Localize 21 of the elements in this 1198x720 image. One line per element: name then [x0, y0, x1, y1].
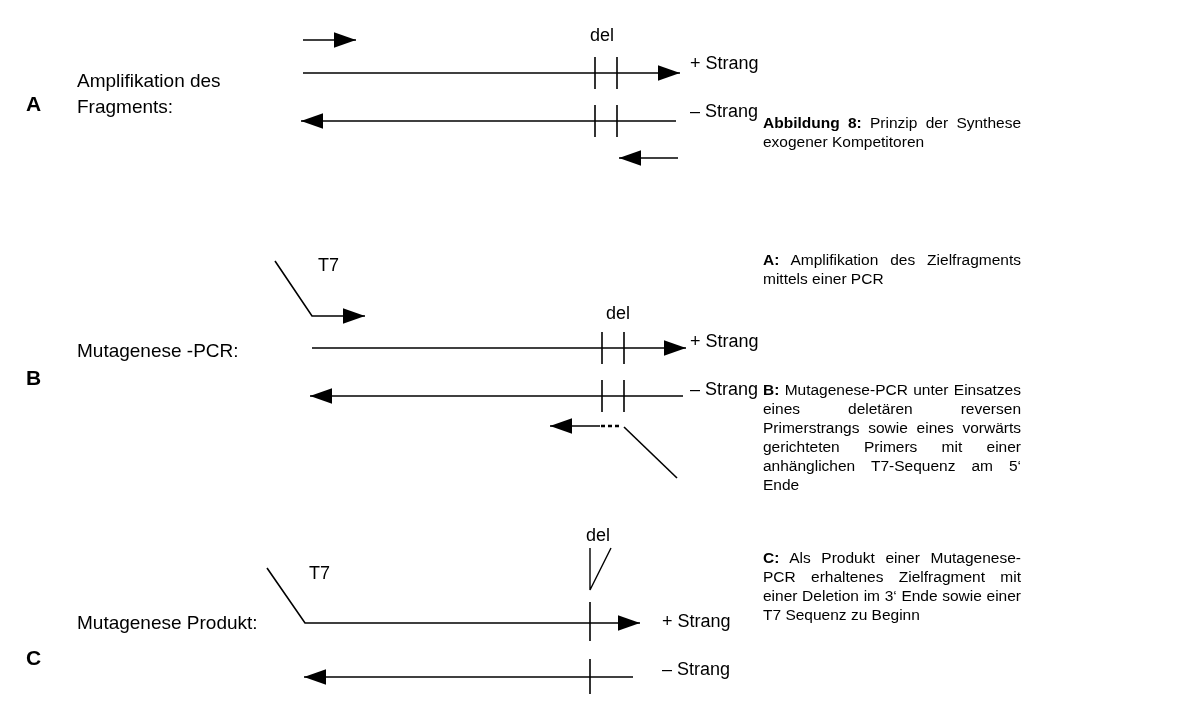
primer-label: T7: [309, 563, 330, 583]
legend-paragraph: A: Amplifikation des Zielfragments mittels einer PCR: [763, 251, 1021, 287]
strand-label: + Strang: [690, 53, 759, 73]
panel-letter: A: [26, 92, 42, 115]
legend-paragraph: B: Mutagenese-PCR unter Einsatzes eines deletären reversen Primerstrangs sowie eines vorwärts gerichteten Primers mit einer anhänglichen T7-Sequenz am 5‘ Ende: [763, 381, 1021, 493]
strand-label: – Strang: [690, 101, 759, 121]
deletion-label: del: [590, 25, 614, 45]
step-label: Mutagenese -PCR:: [77, 340, 239, 361]
strand-label: – Strang: [690, 379, 759, 399]
step-label: Amplifikation des Fragments:: [77, 70, 221, 117]
panel-letter: B: [26, 366, 42, 389]
panel-letter: C: [26, 646, 42, 669]
step-label: Mutagenese Produkt:: [77, 612, 258, 633]
strand-label: – Strang: [662, 659, 731, 679]
strand-label: + Strang: [662, 611, 731, 631]
deletion-label: del: [586, 525, 610, 545]
deletion-label: del: [606, 303, 630, 323]
figure-caption: Abbildung 8: Prinzip der Synthese exogener Kompetitoren: [763, 114, 1021, 150]
legend-paragraph: C: Als Produkt einer Mutagenese-PCR erhaltenes Zielfragment mit einer Deletion im 3‘ Ende sowie einer T7 Sequenz zu Beginn: [763, 549, 1021, 623]
primer-label: T7: [318, 255, 339, 275]
strand-label: + Strang: [690, 331, 759, 351]
